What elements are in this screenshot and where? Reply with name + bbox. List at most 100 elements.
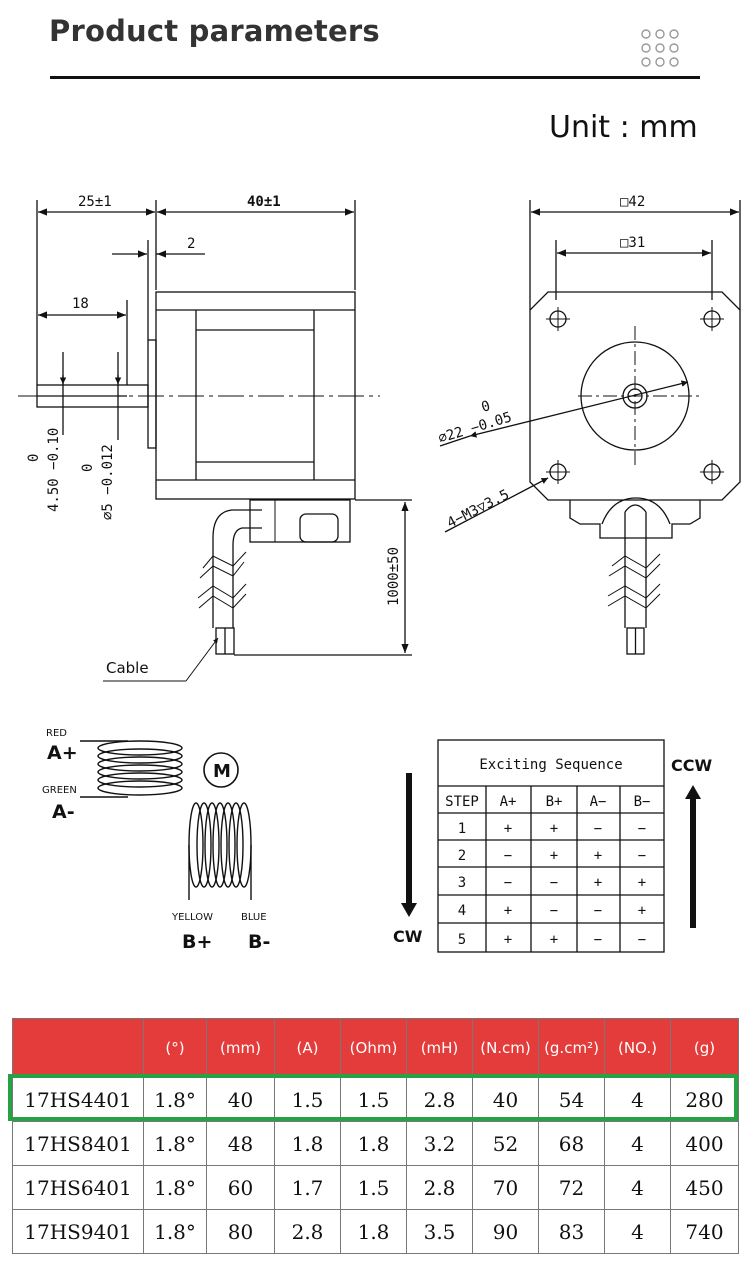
table-cell: 2.8 [274,1209,341,1254]
specs-header-row: (°) (mm) (A) (Ohm) (mH) (N.cm) (g.cm²) (… [12,1018,739,1078]
sequence-cell: + [504,821,512,837]
sequence-cell: − [550,875,558,891]
sequence-cell: − [638,821,646,837]
model-cell: 17HS8401 [12,1121,144,1166]
table-cell: 72 [538,1165,605,1210]
specs-row: 17HS9401 1.8° 80 2.8 1.8 3.5 90 83 4 740 [12,1209,739,1254]
dim-shaft-length: 25±1 [78,194,112,210]
page-title: Product parameters [49,14,380,48]
phase-a-minus: A- [52,801,75,823]
phase-b-plus: B+ [182,931,212,953]
dim-flange: 2 [187,236,195,252]
sequence-header-cell: A− [590,794,607,810]
phase-b-minus: B- [248,931,270,953]
dim-cable-length: 1000±50 [386,547,402,606]
specs-header-leads: (NO.) [604,1018,671,1078]
table-cell: 4 [604,1209,671,1254]
sequence-cell: 3 [458,875,466,891]
technical-drawing: 25±1 40±1 2 18 0 4.50 −0.10 0 ∅5 −0.012 … [18,194,741,953]
ccw-arrow-icon [685,785,701,799]
sequence-cell: + [638,903,646,919]
sequence-header-cell: B− [634,794,651,810]
sequence-cell: − [638,932,646,948]
table-cell: 280 [670,1077,739,1122]
table-cell: 1.8° [143,1077,207,1122]
cw-label: CW [393,927,423,946]
specs-header-step-angle: (°) [143,1018,207,1078]
specs-header-weight: (g) [670,1018,739,1078]
table-cell: 3.2 [406,1121,473,1166]
sequence-cell: + [638,875,646,891]
sequence-cell: + [550,848,558,864]
table-cell: 3.5 [406,1209,473,1254]
motor-symbol: M [213,761,231,782]
dim-shaft-flat: 18 [72,296,89,312]
wire-blue-label: BLUE [241,912,267,923]
sequence-cell: − [594,903,602,919]
table-cell: 1.8° [143,1165,207,1210]
table-cell: 54 [538,1077,605,1122]
sequence-cell: + [504,903,512,919]
cw-arrow-icon [401,903,417,917]
specs-header-model [12,1018,144,1078]
phase-a-plus: A+ [47,742,78,764]
table-cell: 1.8 [340,1121,407,1166]
sequence-header-cell: A+ [500,794,517,810]
sequence-cell: − [594,932,602,948]
table-cell: 68 [538,1121,605,1166]
table-cell: 90 [472,1209,539,1254]
sequence-cell: − [594,821,602,837]
table-cell: 1.8° [143,1209,207,1254]
wire-red-label: RED [46,728,67,739]
table-cell: 1.5 [340,1165,407,1210]
sequence-table-grid [437,739,665,953]
grid-dots-icon[interactable] [640,28,680,68]
sequence-cell: + [594,848,602,864]
specs-header-length: (mm) [206,1018,275,1078]
specs-table: (°) (mm) (A) (Ohm) (mH) (N.cm) (g.cm²) (… [12,1018,739,1254]
sequence-cell: 2 [458,848,466,864]
sequence-cell: + [550,932,558,948]
dim-flange-size: □42 [620,194,645,210]
tol-boss-top: 0 [479,398,492,416]
table-cell: 1.8° [143,1121,207,1166]
table-cell: 2.8 [406,1165,473,1210]
table-cell: 80 [206,1209,275,1254]
table-cell: 4 [604,1165,671,1210]
table-cell: 4 [604,1121,671,1166]
table-cell: 4 [604,1077,671,1122]
screw-spec: 4−M3▽3.5 [445,487,512,532]
wiring-diagram [80,740,252,900]
table-cell: 60 [206,1165,275,1210]
table-cell: 1.8 [340,1209,407,1254]
specs-header-inertia: (g.cm²) [538,1018,605,1078]
table-cell: 400 [670,1121,739,1166]
specs-header-torque: (N.cm) [472,1018,539,1078]
wire-yellow-label: YELLOW [171,912,213,923]
unit-label: Unit : mm [549,110,698,145]
tol-boss: ∅22 −0.05 [436,409,513,446]
sequence-cell: − [638,848,646,864]
cable-label: Cable [106,659,149,677]
table-cell: 1.5 [340,1077,407,1122]
header-divider [50,76,700,79]
table-cell: 52 [472,1121,539,1166]
table-cell: 40 [472,1077,539,1122]
table-cell: 450 [670,1165,739,1210]
sequence-cell: + [504,932,512,948]
table-cell: 1.7 [274,1165,341,1210]
specs-header-resistance: (Ohm) [340,1018,407,1078]
sequence-cell: 1 [458,821,466,837]
sequence-cell: − [550,903,558,919]
sequence-cell: 4 [458,903,466,919]
dim-hole-pitch: □31 [620,235,645,251]
front-view [439,200,741,655]
tol-flat-top: 0 [26,454,42,462]
model-cell: 17HS4401 [12,1077,144,1122]
table-cell: 1.8 [274,1121,341,1166]
sequence-cell: 5 [458,932,466,948]
sequence-title: Exciting Sequence [479,757,622,773]
side-view [18,200,412,682]
specs-row: 17HS8401 1.8° 48 1.8 1.8 3.2 52 68 4 400 [12,1121,739,1166]
